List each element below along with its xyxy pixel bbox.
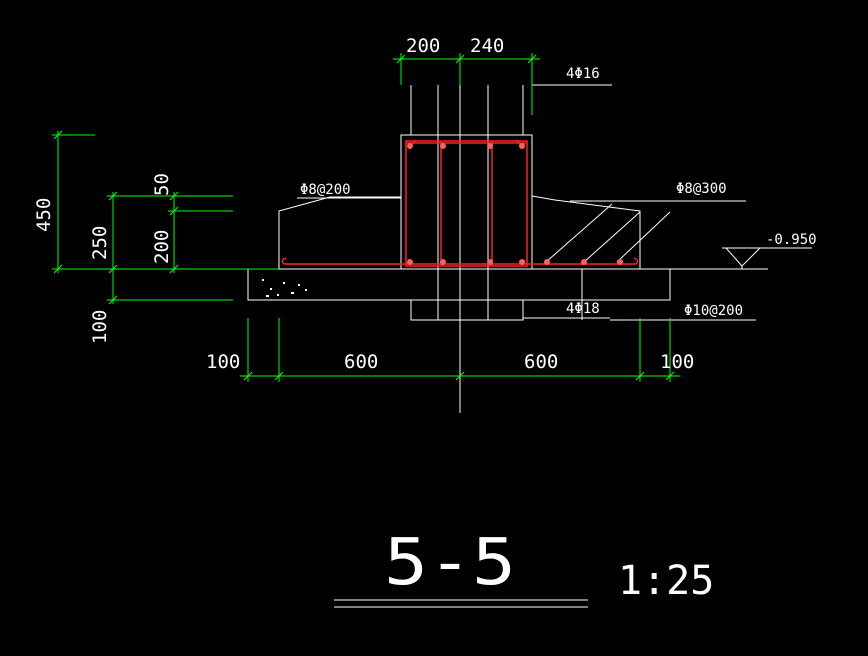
section-scale: 1:25 xyxy=(618,558,714,604)
dim-left-200: 200 xyxy=(151,230,173,264)
dim-left-50: 50 xyxy=(151,173,173,196)
concrete-outline xyxy=(247,60,812,608)
dim-top-240: 240 xyxy=(470,35,504,57)
rebar xyxy=(281,139,639,267)
dim-bottom-100-right: 100 xyxy=(660,351,694,373)
annotation-rebar-bottom: 4Φ18 xyxy=(566,301,600,317)
dim-left-450: 450 xyxy=(33,198,55,232)
annotation-stirrup-right: Φ8@300 xyxy=(676,181,727,197)
annotation-base-bar: Φ10@200 xyxy=(684,303,743,319)
annotation-elevation: -0.950 xyxy=(766,232,817,248)
dim-bottom-100-left: 100 xyxy=(206,351,240,373)
section-title: 5-5 xyxy=(384,526,516,600)
dim-top-200: 200 xyxy=(406,35,440,57)
rebar-dots xyxy=(407,143,623,265)
dim-left-100: 100 xyxy=(89,310,111,344)
annotation-rebar-top: 4Φ16 xyxy=(566,66,600,82)
concrete-hatch xyxy=(262,279,307,297)
dim-bottom-600-right: 600 xyxy=(524,351,558,373)
annotation-stirrup-left: Φ8@200 xyxy=(300,182,351,198)
dim-bottom-600-left: 600 xyxy=(344,351,378,373)
dimension-lines xyxy=(52,53,680,382)
dim-left-250: 250 xyxy=(89,226,111,260)
